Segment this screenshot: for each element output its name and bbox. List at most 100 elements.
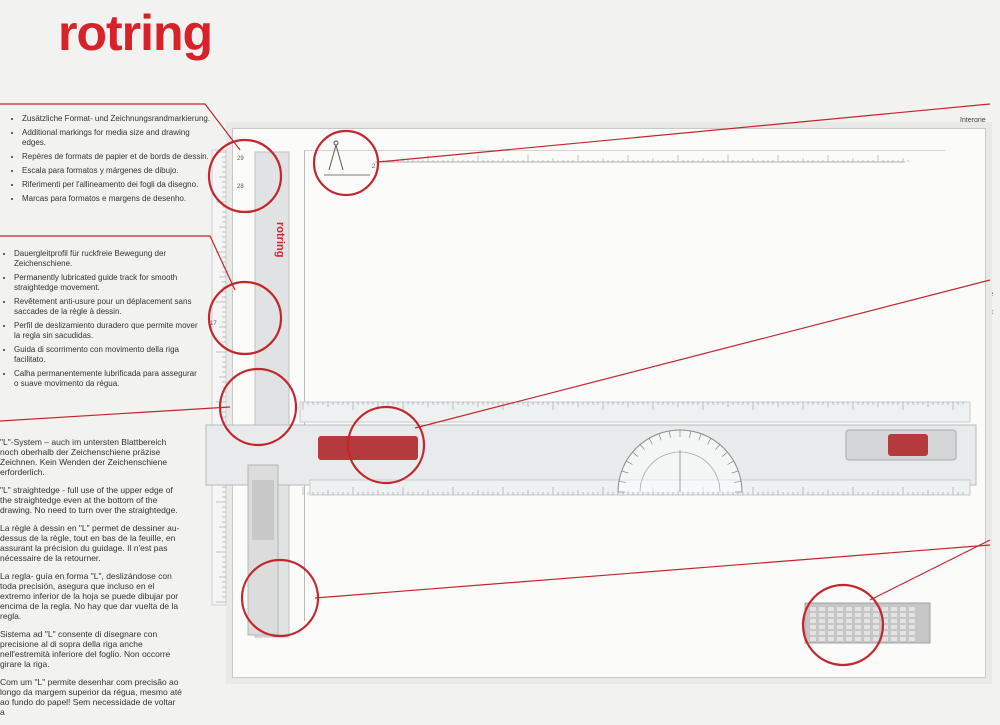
scale-tick xyxy=(639,444,645,451)
grip-dot xyxy=(900,637,906,641)
annotation-right-mid: Ze in Sc T g n xyxy=(985,290,1000,352)
grip-dot xyxy=(855,637,861,641)
annotation-item: Repères de formats de papier et de bords… xyxy=(22,152,213,162)
compass-icon xyxy=(324,140,370,176)
grip-dot xyxy=(837,619,843,623)
grip-dot xyxy=(873,619,879,623)
top-scale-ticks xyxy=(377,155,909,162)
annotation-guide-track: Dauergleitprofil für ruckfreie Bewegung … xyxy=(0,249,200,393)
callout-compass-scale xyxy=(312,129,380,197)
side-tick-label: 17 xyxy=(210,321,217,327)
callout-circles xyxy=(207,129,885,667)
callout-left-slider xyxy=(346,405,426,485)
scale-tick xyxy=(698,433,702,441)
annotation-item: Zusätzliche Format- und Zeichnungsrandma… xyxy=(22,114,213,124)
scale-tick xyxy=(618,480,626,483)
grip-dot xyxy=(909,619,915,623)
annotation-paragraph: Sistema ad "L" consente di disegnare con… xyxy=(0,629,171,669)
side-tick-label: 28 xyxy=(237,184,244,190)
grip-dot xyxy=(810,637,816,641)
leader-line-3 xyxy=(0,406,231,422)
grip-dot xyxy=(810,613,816,617)
grip-dot xyxy=(828,637,834,641)
grip-dot xyxy=(837,637,843,641)
grip-dot xyxy=(873,607,879,611)
grip-dot xyxy=(873,631,879,635)
leader-line-2 xyxy=(0,235,236,291)
grip-dot xyxy=(810,607,816,611)
leader-line-1 xyxy=(0,103,241,151)
annotation-l-system: "L"-System – auch im untersten Blattbere… xyxy=(0,437,182,725)
scale-tick xyxy=(658,433,662,441)
annotation-leader-lines xyxy=(0,103,991,601)
scale-tick xyxy=(689,430,692,438)
scale-tick xyxy=(626,460,633,465)
grip-dot xyxy=(828,619,834,623)
scale-tick xyxy=(734,480,742,483)
grip-dot xyxy=(819,631,825,635)
grip-dot xyxy=(891,619,897,623)
annotation-format-markings: Zusätzliche Format- und Zeichnungsrandma… xyxy=(8,114,213,208)
grip-dot xyxy=(810,631,816,635)
callout-lower-rail xyxy=(240,558,320,638)
protractor-ticks xyxy=(618,430,742,493)
grip-dot xyxy=(855,607,861,611)
grip-dot xyxy=(819,625,825,629)
grip-dot xyxy=(846,613,852,617)
scale-tick xyxy=(707,438,712,445)
grip-dot xyxy=(846,637,852,641)
ruler-upper-scale xyxy=(299,401,971,423)
scale-tick xyxy=(648,438,653,445)
grip-dot xyxy=(909,631,915,635)
annotation-fragment: T xyxy=(985,326,990,333)
annotation-paragraph: "L" straightedge - full use of the upper… xyxy=(0,485,178,515)
grip-dot xyxy=(864,637,870,641)
grip-dot xyxy=(891,613,897,617)
annotation-fragment: Sc xyxy=(985,309,994,316)
annotation-item: Perfil de deslizamiento duradero que per… xyxy=(14,321,200,341)
grip-dot xyxy=(810,625,816,629)
annotation-item: Escala para formatos y márgenes de dibuj… xyxy=(22,166,213,176)
grip-dot xyxy=(873,637,879,641)
annotation-item: Dauergleitprofil für ruckfreie Bewegung … xyxy=(14,249,200,269)
annotation-item: Revêtement anti-usure pour un déplacemen… xyxy=(14,297,200,317)
grip-dot xyxy=(882,625,888,629)
grip-dot xyxy=(909,625,915,629)
callout-grip-pad xyxy=(801,583,885,667)
grip-dot xyxy=(882,631,888,635)
grip-dot xyxy=(882,613,888,617)
grip-dot xyxy=(900,613,906,617)
annotation-paragraph: La regla- guía en forma "L", deslizándos… xyxy=(0,571,179,621)
grip-dot xyxy=(882,637,888,641)
annotation-item: Permanently lubricated guide track for s… xyxy=(14,273,200,293)
side-tick-label: 29 xyxy=(237,156,244,162)
annotation-fragment: Intergrie xyxy=(960,117,986,124)
grip-dot xyxy=(873,613,879,617)
annotation-fragment: Ze xyxy=(985,291,994,298)
annotation-item: Guida di scorrimento con movimento della… xyxy=(14,345,200,365)
grip-dot xyxy=(882,607,888,611)
grip-dot xyxy=(909,637,915,641)
grip-dot xyxy=(837,631,843,635)
scale-tick xyxy=(632,451,639,457)
grip-dot xyxy=(864,625,870,629)
grip-dot xyxy=(846,619,852,623)
grip-dot xyxy=(819,613,825,617)
grip-dot xyxy=(891,631,897,635)
grip-dot xyxy=(828,613,834,617)
left-red-slider[interactable] xyxy=(318,436,418,460)
leader-line-6 xyxy=(314,544,991,599)
annotation-paragraph: "L"-System – auch im untersten Blattbere… xyxy=(0,437,168,477)
callout-format-markings xyxy=(207,138,283,214)
grip-dot xyxy=(882,619,888,623)
grip-dot xyxy=(846,607,852,611)
grip-dot xyxy=(855,625,861,629)
callout-rail-corner xyxy=(218,367,298,447)
grip-dot xyxy=(846,625,852,629)
callout-guide-track xyxy=(207,280,283,356)
grip-dot xyxy=(819,637,825,641)
right-red-slider[interactable] xyxy=(888,434,928,456)
grip-dot xyxy=(819,607,825,611)
top-scale-start-label: 2 xyxy=(372,164,376,170)
grip-dot xyxy=(900,607,906,611)
